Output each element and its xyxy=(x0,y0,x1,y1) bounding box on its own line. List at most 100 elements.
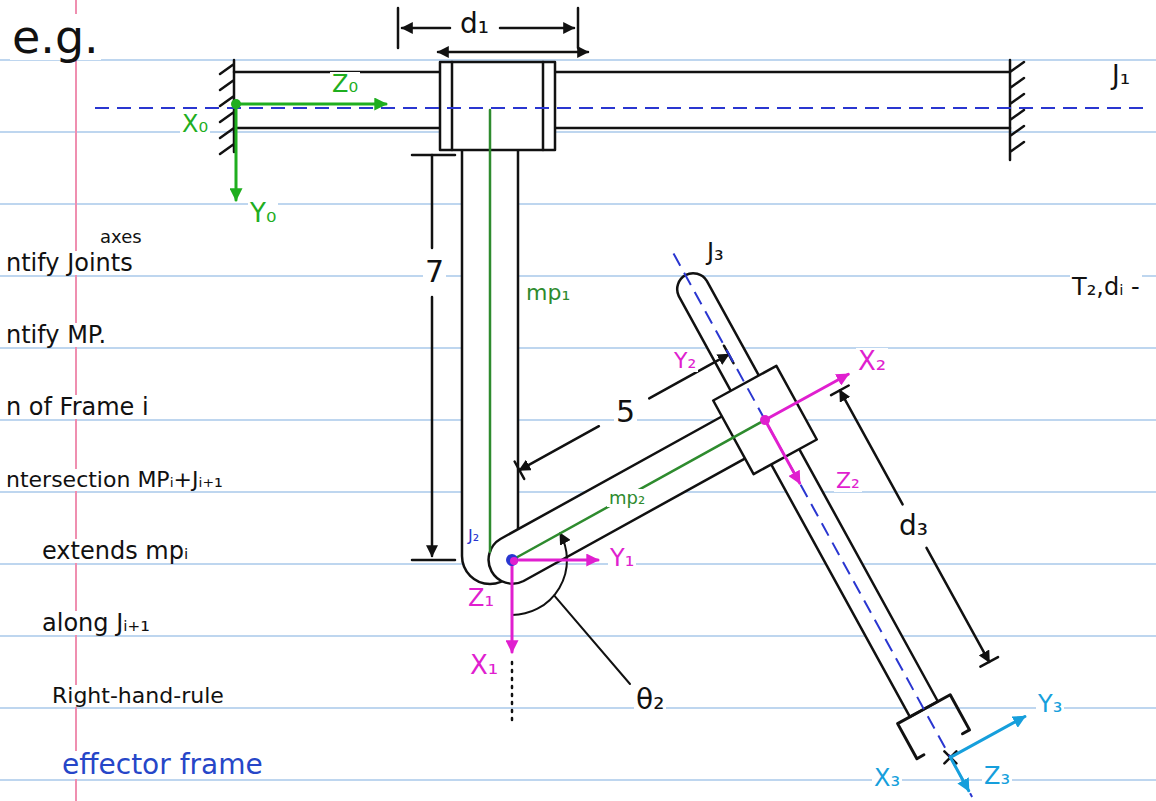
note-text-slot: ntify Joints xyxy=(4,251,135,275)
ruled-line xyxy=(0,419,1156,421)
axis-arrow xyxy=(765,420,800,483)
handwritten-heading-slot: e.g. xyxy=(10,14,101,60)
ruled-line xyxy=(0,131,1156,133)
link-three xyxy=(677,273,938,717)
dimension-arrow xyxy=(402,27,450,30)
common-perpendiculars xyxy=(490,110,765,560)
ruled-line xyxy=(0,203,1156,205)
axis-label-slot: Y₃ xyxy=(1036,692,1064,716)
note-text: axes xyxy=(98,228,144,246)
dimension-tick xyxy=(412,155,455,560)
dimension-label-slot: 7 xyxy=(423,257,446,287)
dimension-arrow xyxy=(927,548,990,662)
ruled-line xyxy=(0,347,1156,349)
axis-label: X₂ xyxy=(856,348,888,374)
slider-block xyxy=(440,62,555,150)
note-text-slot: ntify MP. xyxy=(4,323,108,347)
prismatic-sleeve xyxy=(713,366,817,474)
joint-axis xyxy=(674,253,973,797)
axis-label-slot: Z₃ xyxy=(982,764,1012,788)
note-text-slot: Right-hand-rule xyxy=(50,685,226,707)
axis-label: X₀ xyxy=(180,112,210,136)
joint-dot xyxy=(506,554,518,566)
axis-label: Z₂ xyxy=(834,470,862,492)
frame-three xyxy=(950,717,1025,791)
frame-one-two xyxy=(506,374,848,652)
ruled-line xyxy=(0,707,1156,709)
perpendicular-label-slot: mp₁ xyxy=(524,282,572,304)
axis-label: X₃ xyxy=(872,766,902,790)
ruled-lines xyxy=(0,60,1156,780)
note-text: Right-hand-rule xyxy=(50,685,226,707)
note-text-slot: extends mpᵢ xyxy=(40,539,190,563)
joint-label: J₃ xyxy=(705,240,726,264)
joint-label: J₁ xyxy=(1110,62,1132,88)
ruled-line xyxy=(0,491,1156,493)
dimension-label-slot: d₁ xyxy=(458,10,491,38)
frame-origin xyxy=(760,415,770,425)
axis-arrow xyxy=(765,374,848,420)
axis-arrow xyxy=(512,559,598,562)
axis-label-slot: Z₀ xyxy=(330,72,360,96)
transform-note: T₂,dᵢ - xyxy=(1070,275,1142,299)
note-text: ntersection MPᵢ+Jᵢ₊₁ xyxy=(4,469,225,491)
dimension-label: 7 xyxy=(423,257,446,287)
note-text: ntify Joints xyxy=(4,251,135,275)
dimension-tick xyxy=(831,386,998,667)
axis-label: Y₂ xyxy=(672,350,698,372)
frame-origin xyxy=(510,557,518,565)
dimension-label: d₃ xyxy=(897,512,930,540)
mechanism xyxy=(220,8,1024,763)
axis-label-slot: Y₂ xyxy=(672,350,698,372)
leader-line xyxy=(554,595,630,684)
axis-label: Z₁ xyxy=(466,586,496,610)
axis-label: X₁ xyxy=(468,652,500,678)
dimension-label-slot: d₃ xyxy=(897,512,930,540)
reference-line xyxy=(511,662,514,722)
joint-axis xyxy=(95,107,1150,109)
ruled-line xyxy=(0,635,1156,637)
angle-label-slot: θ₂ xyxy=(634,686,666,714)
frame-zero xyxy=(231,99,386,200)
axis-label: Y₃ xyxy=(1036,692,1064,716)
joint-label: J₂ xyxy=(466,528,481,544)
common-perpendicular xyxy=(512,420,765,560)
ruled-line xyxy=(0,563,1156,565)
axis-label-slot: Z₂ xyxy=(834,470,862,492)
handwritten-heading: e.g. xyxy=(10,14,101,60)
axis-arrow xyxy=(511,560,514,652)
joint-label-slot: J₃ xyxy=(705,240,726,264)
perpendicular-label: mp₁ xyxy=(524,282,572,304)
joint-label-slot: J₂ xyxy=(466,528,481,544)
note-text: effector frame xyxy=(60,751,265,779)
note-text-slot: n of Frame i xyxy=(4,395,151,419)
axis-label: Z₀ xyxy=(330,72,360,96)
axis-label-slot: X₀ xyxy=(180,112,210,136)
motion-arrow xyxy=(438,51,588,54)
dimension-label: d₁ xyxy=(458,10,491,38)
dimension-arrow xyxy=(431,297,434,556)
right-wall xyxy=(1010,60,1024,160)
axis-label-slot: Y₁ xyxy=(608,546,636,570)
ruled-line xyxy=(0,59,1156,61)
dimension-tick xyxy=(398,8,578,48)
axis-label: Z₃ xyxy=(982,764,1012,788)
axis-arrow xyxy=(235,104,238,200)
dimension-label-slot: 5 xyxy=(614,397,637,427)
dimension-tick xyxy=(515,346,734,479)
common-perpendicular xyxy=(489,110,492,552)
dimension-arrow xyxy=(519,426,599,470)
note-text: ntify MP. xyxy=(4,323,108,347)
angle-label: θ₂ xyxy=(634,686,666,714)
perpendicular-label: mp₂ xyxy=(607,489,647,507)
transform-note-slot: T₂,dᵢ - xyxy=(1070,275,1142,299)
axis-label-slot: Z₁ xyxy=(466,586,496,610)
note-text-slot: along Jᵢ₊₁ xyxy=(40,611,152,635)
axis-label-slot: X₁ xyxy=(468,652,500,678)
axis-label-slot: X₂ xyxy=(856,348,888,374)
axis-label-slot: Y₀ xyxy=(248,200,278,226)
joint-label-slot: J₁ xyxy=(1110,62,1132,88)
